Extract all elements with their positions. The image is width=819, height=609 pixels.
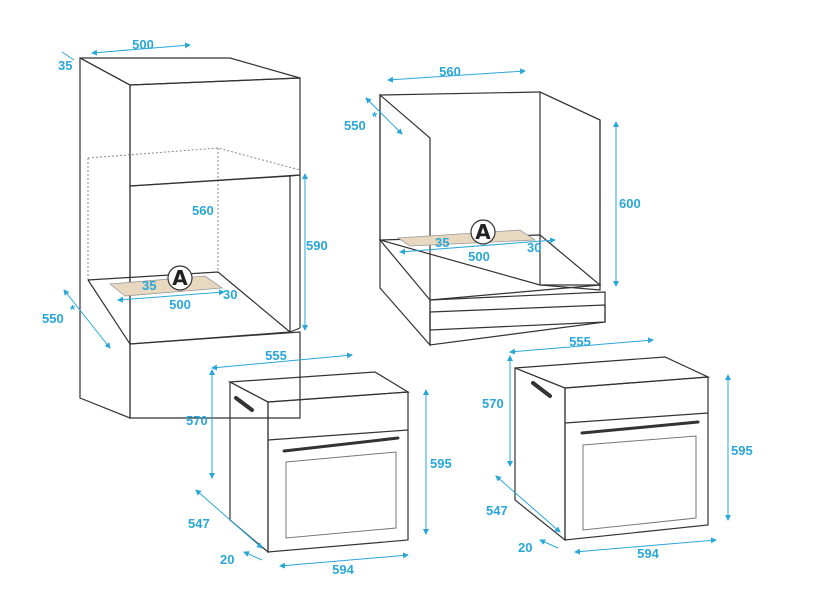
dim-vent-depth: 30 — [527, 240, 541, 255]
dim-inner-width: 560 — [192, 203, 214, 218]
asterisk: * — [70, 302, 76, 317]
dim-width: 560 — [439, 64, 461, 79]
dim-depth: 550 — [344, 118, 366, 133]
dim-width: 555 — [569, 334, 591, 349]
dim-width: 555 — [265, 348, 287, 363]
marker-a: A — [475, 220, 491, 244]
oven-handle — [580, 420, 700, 435]
dim-depth-top: 35 — [58, 58, 72, 73]
dim-vent-width: 500 — [169, 297, 191, 312]
dim-front-height: 595 — [430, 456, 452, 471]
dim-depth: 547 — [486, 503, 508, 518]
dim-door-depth: 20 — [220, 552, 234, 567]
dim-vent-offset: 35 — [142, 278, 156, 293]
dim-height: 570 — [482, 396, 504, 411]
dim-vent-depth: 30 — [223, 287, 237, 302]
oven-handle — [282, 436, 400, 453]
undercounter-cabinet-drawing: A 560 550 * 600 35 500 30 — [344, 64, 641, 347]
dim-door-depth: 20 — [518, 540, 532, 555]
dim-height: 570 — [186, 413, 208, 428]
dim-height: 590 — [306, 238, 328, 253]
oven-drawing-left: 555 570 547 20 594 595 — [186, 348, 452, 577]
dim-height: 600 — [619, 196, 641, 211]
dim-depth: 547 — [188, 516, 210, 531]
dim-width-top: 500 — [132, 37, 154, 52]
dim-vent-offset: 35 — [435, 235, 449, 250]
oven-drawing-right: 555 570 547 20 594 595 — [482, 334, 753, 561]
dim-vent-width: 500 — [468, 249, 490, 264]
dim-front-width: 594 — [637, 546, 659, 561]
marker-a: A — [172, 266, 188, 290]
asterisk: * — [372, 109, 378, 124]
dim-front-width: 594 — [332, 562, 354, 577]
column-cabinet-drawing: A 500 35 560 590 550 * 35 500 30 — [42, 37, 328, 419]
dim-front-height: 595 — [731, 443, 753, 458]
dim-depth: 550 — [42, 311, 64, 326]
